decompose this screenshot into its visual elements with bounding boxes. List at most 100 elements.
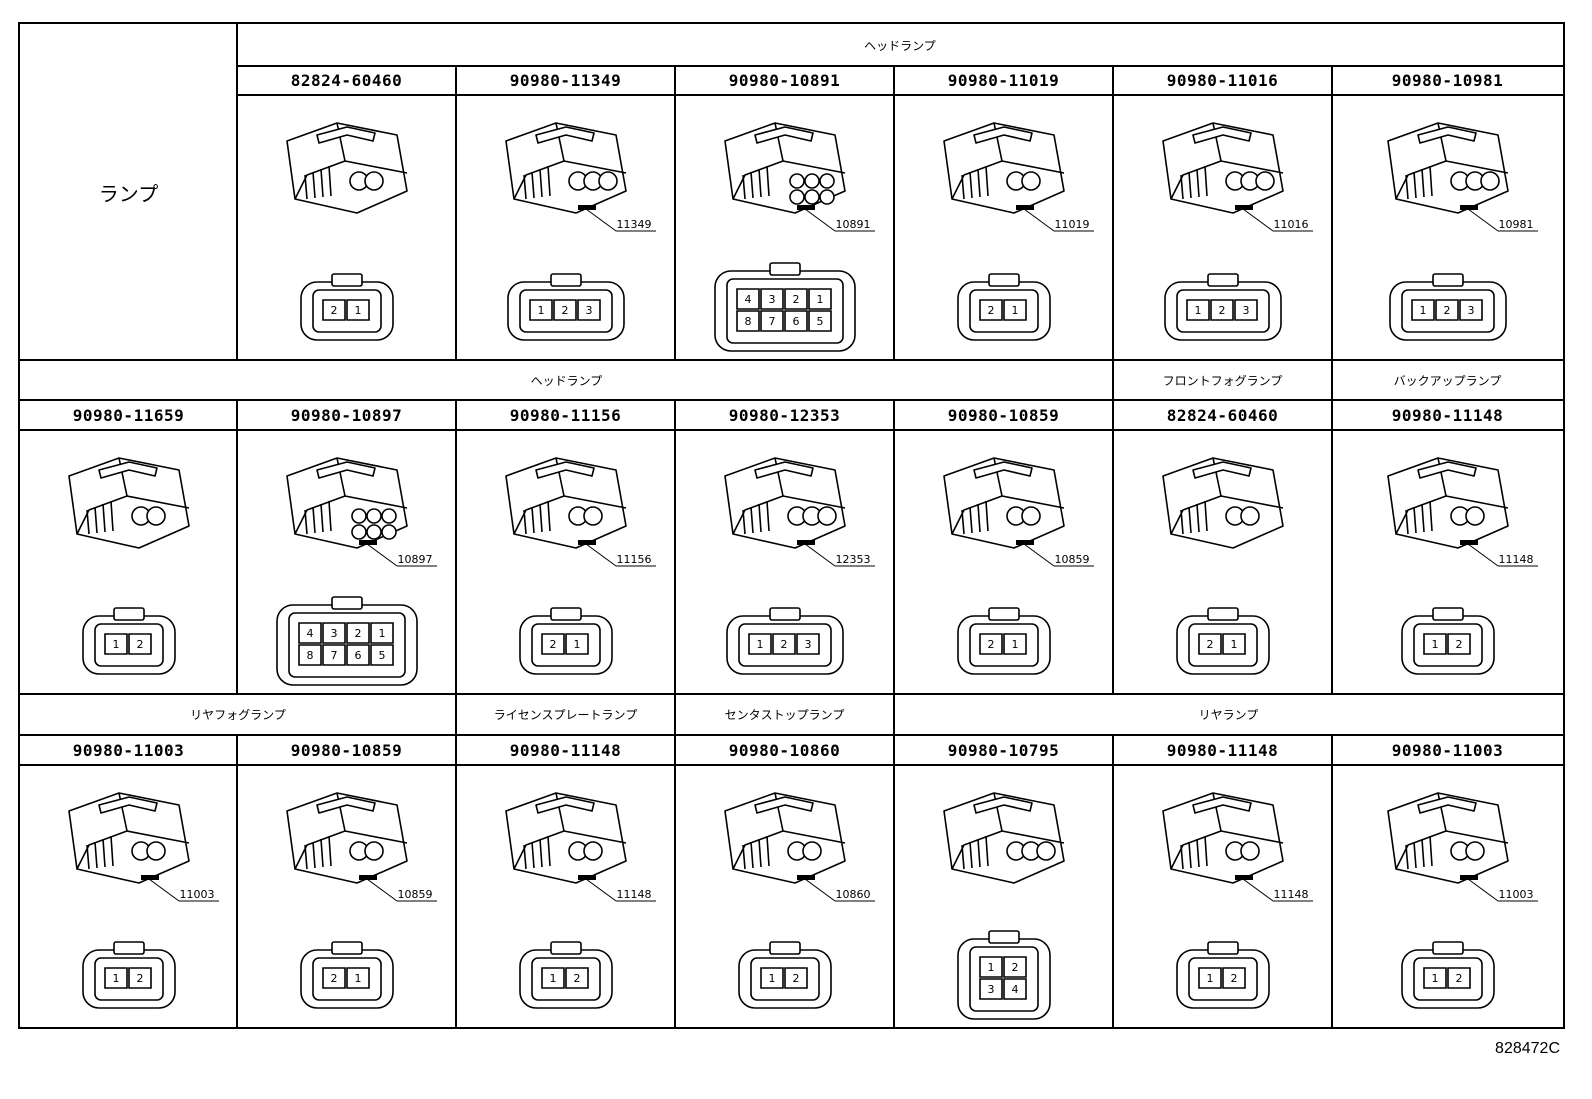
part-number: 90980-10897 [290,405,403,425]
connector-body-icon: 11003 [29,771,229,911]
grid-line [893,400,895,694]
part-number: 82824-60460 [1166,405,1279,425]
connector-body-icon: 11349 [466,101,666,241]
pin-number: 3 [804,638,811,651]
grid-line [674,694,676,735]
pin-number: 2 [780,638,787,651]
callout-label: 11148 [616,888,651,901]
connector-body-icon: 10897 [247,436,447,576]
part-number: 90980-10859 [947,405,1060,425]
pin-number: 2 [1011,961,1018,974]
callout-label: 10891 [835,218,870,231]
callout-label: 12353 [835,553,870,566]
pin-number: 2 [1455,972,1462,985]
part-number: 90980-11003 [1391,740,1504,760]
part-number: 90980-11148 [509,740,622,760]
grid-line [20,429,1563,431]
pin-number: 1 [1194,304,1201,317]
callout-label: 11019 [1054,218,1089,231]
connector-body-icon: 11148 [466,771,666,911]
callout-label: 10981 [1498,218,1533,231]
grid-line [455,400,457,694]
connector-body-icon: 11156 [466,436,666,576]
part-number: 90980-10859 [290,740,403,760]
callout-label: 10860 [835,888,870,901]
pin-number: 5 [816,315,823,328]
grid-line [20,693,1563,695]
part-number: 90980-11349 [509,71,622,90]
pin-number: 2 [573,972,580,985]
pin-number: 4 [1011,983,1018,996]
part-number: 90980-11019 [947,71,1060,90]
pin-number: 1 [816,293,823,306]
pin-number: 3 [330,627,337,640]
callout-label: 11148 [1273,888,1308,901]
grid-line [455,66,457,360]
grid-line [1112,735,1114,1027]
grid-line [893,735,895,1027]
pin-number: 7 [768,315,775,328]
pin-number: 1 [756,638,763,651]
connector-body-icon: 10981 [1348,101,1548,241]
pin-number: 2 [987,304,994,317]
connector-body-icon: 10891 [685,101,885,241]
pin-number: 3 [585,304,592,317]
pin-number: 8 [744,315,751,328]
pin-number: 1 [1431,638,1438,651]
grid-line [236,24,238,360]
callout-label: 11349 [616,218,651,231]
pin-number: 1 [537,304,544,317]
pin-number: 2 [1230,972,1237,985]
grid-line [20,359,1563,361]
grid-line [1331,66,1333,360]
callout-label: 11156 [616,553,651,566]
pin-number: 1 [1431,972,1438,985]
grid-line [20,764,1563,766]
pin-number: 5 [378,649,385,662]
grid-line [236,400,238,694]
pin-number: 2 [330,304,337,317]
part-number: 90980-11003 [72,740,185,760]
pin-face-icon: 1 2 3 [695,588,875,688]
pin-number: 3 [987,983,994,996]
callout-label: 10897 [397,553,432,566]
pin-number: 2 [792,293,799,306]
connector-body-icon: 11148 [1123,771,1323,911]
pin-number: 2 [330,972,337,985]
connector-body-icon [247,101,447,241]
pin-number: 1 [573,638,580,651]
pin-number: 1 [549,972,556,985]
callout-label: 11148 [1498,553,1533,566]
pin-number: 1 [378,627,385,640]
part-number: 90980-11156 [509,405,622,425]
connector-body-icon: 10859 [904,436,1104,576]
grid-line [674,400,676,694]
part-number: 90980-10795 [947,740,1060,760]
callout-label: 10859 [1054,553,1089,566]
pin-number: 1 [354,972,361,985]
pin-number: 1 [1230,638,1237,651]
part-number: 82824-60460 [290,71,403,90]
grid-line [1112,400,1114,694]
callout-label: 11003 [179,888,214,901]
grid-line [236,735,238,1027]
grid-line [674,735,676,1027]
pin-number: 4 [306,627,313,640]
connector-body-icon: 12353 [685,436,885,576]
